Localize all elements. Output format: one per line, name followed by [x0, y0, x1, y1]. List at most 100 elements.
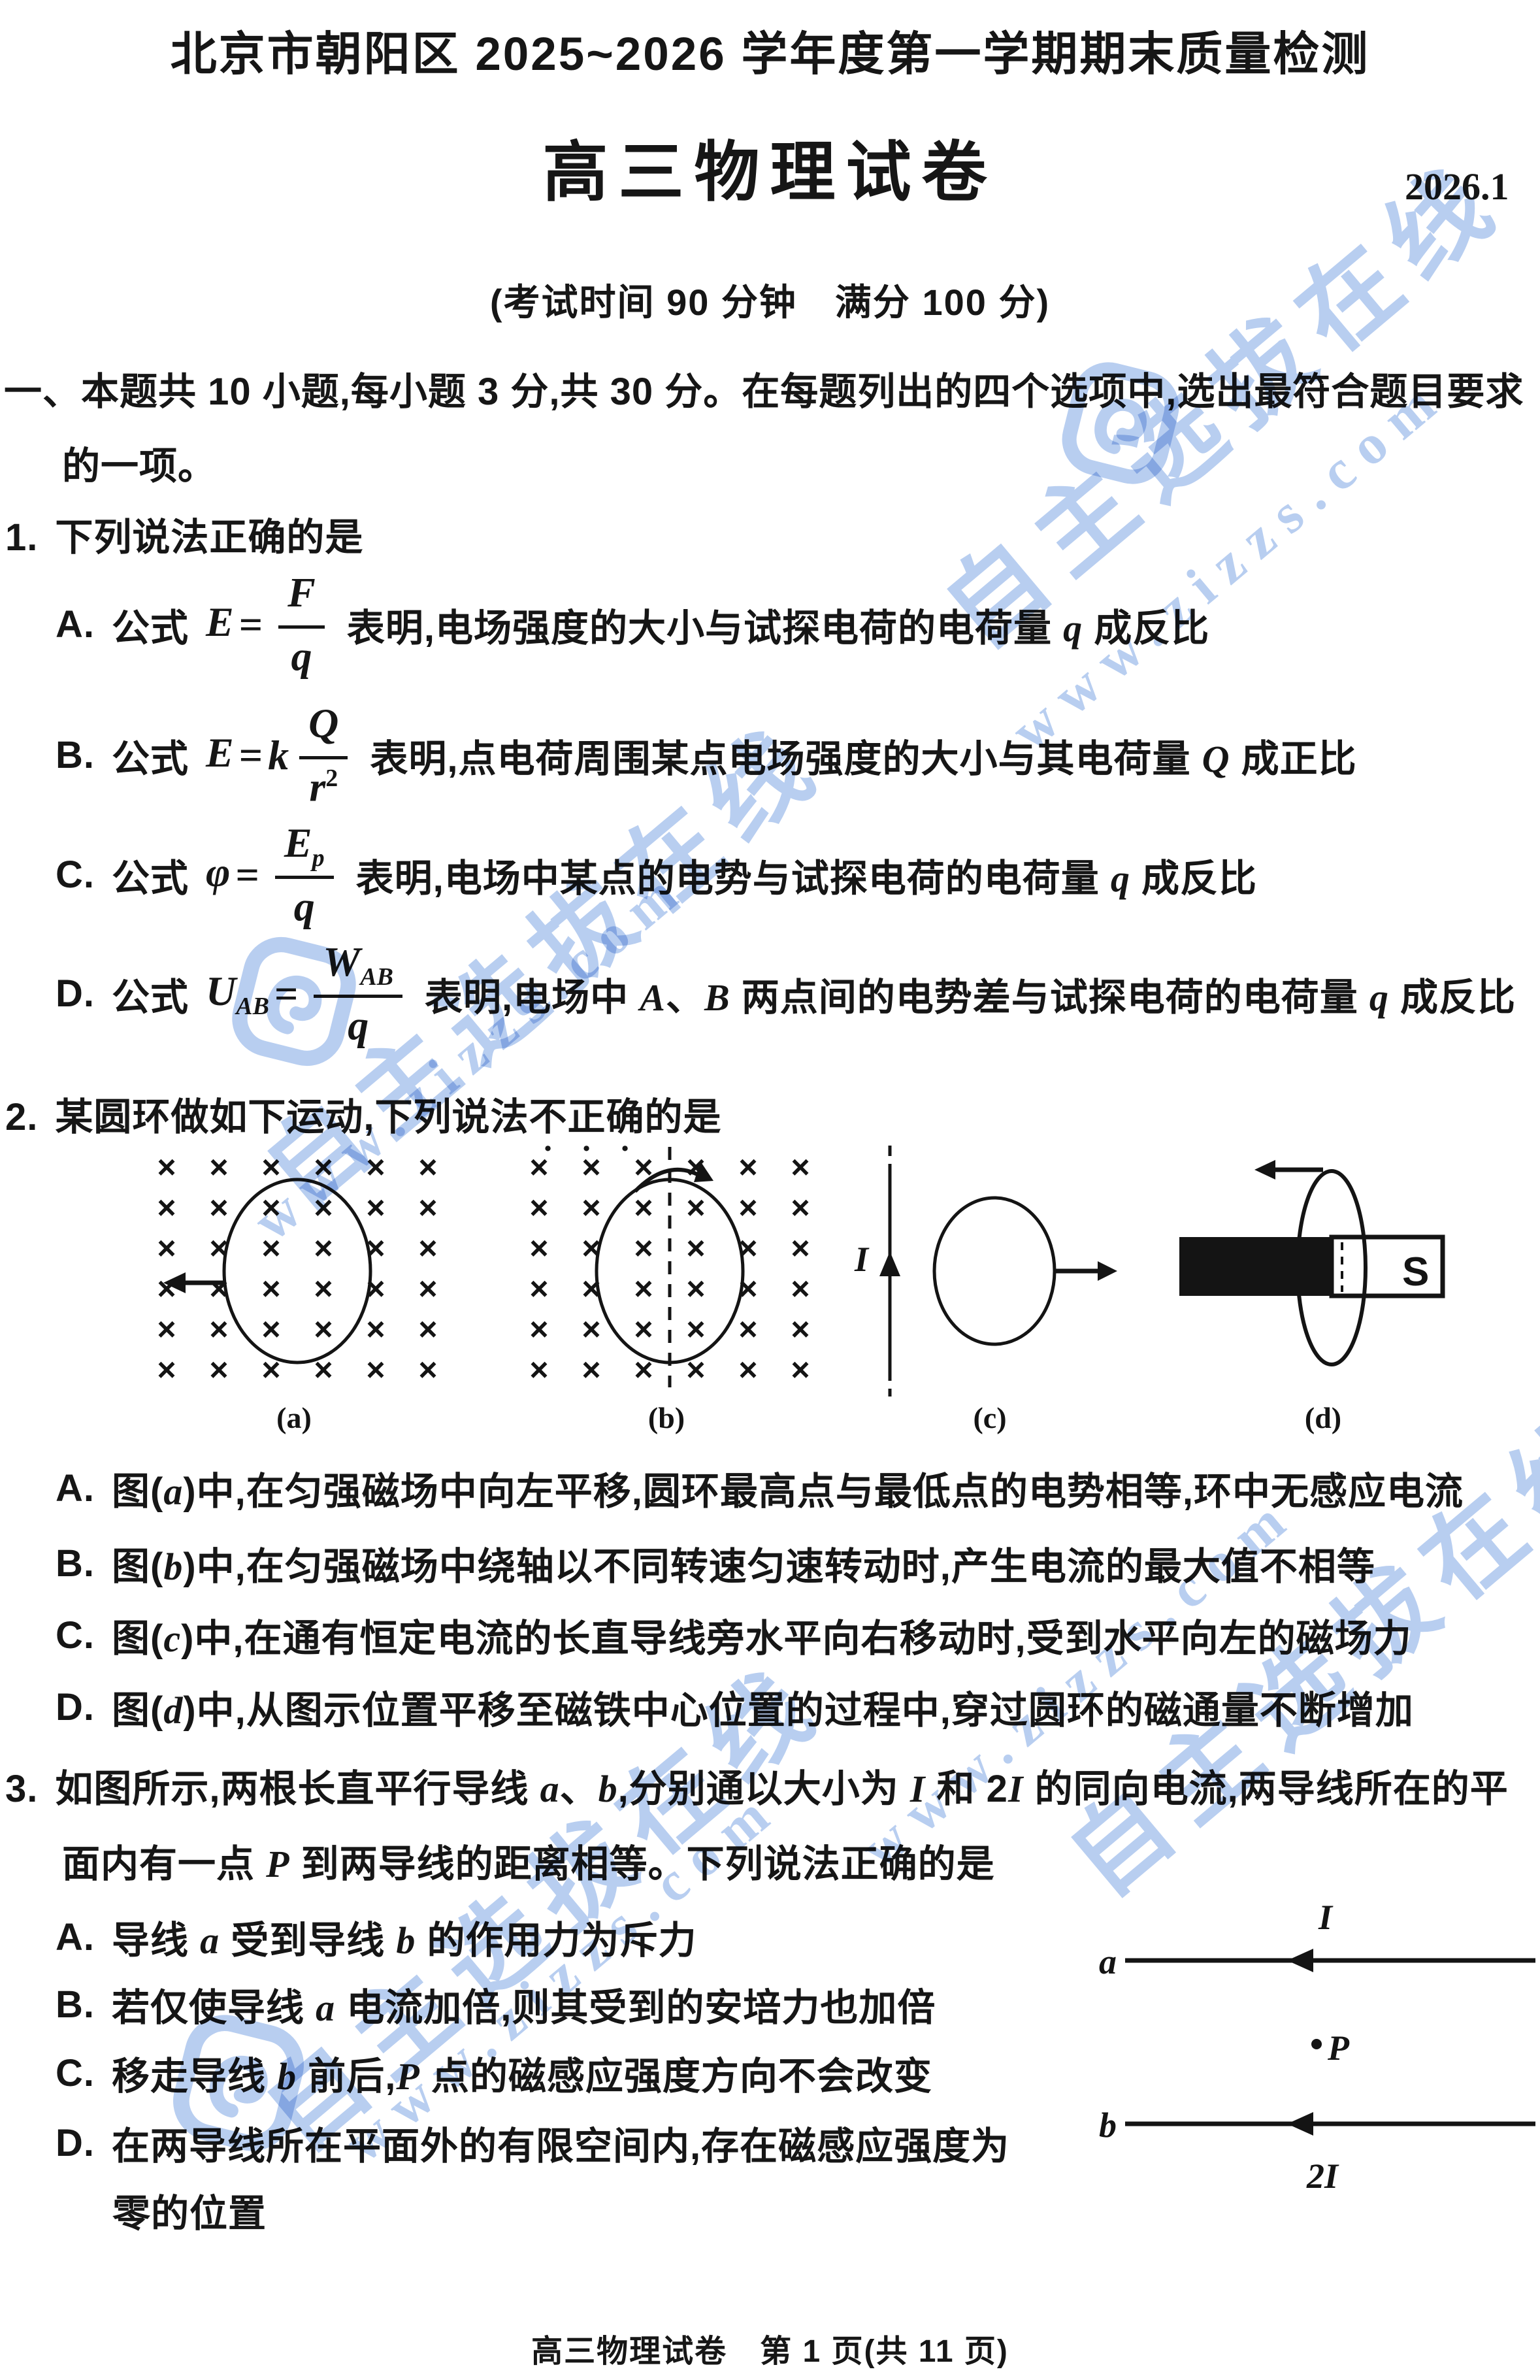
- wire-a-label: a: [1099, 1942, 1117, 1981]
- svg-text:×: ×: [738, 1189, 757, 1226]
- svg-text:×: ×: [529, 1311, 548, 1347]
- conducting-ring: [1296, 1169, 1368, 1366]
- svg-text:×: ×: [157, 1270, 176, 1307]
- figure-q3-parallel-wires: I a P b 2I: [1099, 1898, 1535, 2196]
- svg-text:×: ×: [582, 1311, 600, 1347]
- svg-text:×: ×: [791, 1311, 810, 1347]
- option-label: D.: [56, 1685, 95, 1728]
- svg-text:×: ×: [634, 1311, 653, 1347]
- svg-text:×: ×: [634, 1270, 653, 1307]
- figure-c-label: (c): [973, 1401, 1006, 1434]
- svg-text:×: ×: [157, 1351, 176, 1388]
- svg-text:×: ×: [418, 1351, 437, 1388]
- svg-text:×: ×: [791, 1189, 810, 1226]
- svg-text:×: ×: [529, 1189, 548, 1226]
- section1-intro-line2: 的一项。: [62, 445, 217, 488]
- svg-text:×: ×: [582, 1149, 600, 1185]
- svg-text:×: ×: [314, 1230, 333, 1266]
- s-pole-label: S: [1402, 1249, 1429, 1295]
- q3-option-d-wrap: 零的位置: [112, 2192, 267, 2235]
- svg-text:×: ×: [261, 1230, 280, 1266]
- option-label: B.: [56, 1542, 95, 1585]
- svg-text:×: ×: [314, 1149, 333, 1185]
- svg-text:×: ×: [529, 1351, 548, 1388]
- q1-stem: 1.下列说法正确的是: [5, 506, 363, 561]
- svg-text:×: ×: [366, 1351, 385, 1388]
- svg-text:×: ×: [686, 1230, 705, 1266]
- q3-option-c: C. 移走导线 b 前后,P 点的磁感应强度方向不会改变: [56, 2051, 932, 2098]
- svg-text:×: ×: [366, 1149, 385, 1185]
- svg-text:×: ×: [738, 1311, 757, 1347]
- conducting-ring: [932, 1196, 1057, 1346]
- svg-text:×: ×: [157, 1230, 176, 1266]
- option-label: D.: [56, 2121, 95, 2164]
- q2-option-c: C. 图(c)中,在通有恒定电流的长直导线旁水平向右移动时,受到水平向左的磁场力: [56, 1613, 1412, 1661]
- svg-text:×: ×: [634, 1189, 653, 1226]
- svg-text:×: ×: [418, 1230, 437, 1266]
- svg-text:×: ×: [157, 1149, 176, 1185]
- svg-text:×: ×: [366, 1311, 385, 1347]
- section1-intro-line1: 一、本题共 10 小题,每小题 3 分,共 30 分。在每题列出的四个选项中,选…: [4, 371, 1524, 413]
- point-p-label: P: [1327, 2028, 1350, 2068]
- svg-text:×: ×: [582, 1189, 600, 1226]
- q2-number: 2.: [5, 1096, 39, 1138]
- svg-text:×: ×: [261, 1311, 280, 1347]
- svg-text:×: ×: [418, 1149, 437, 1185]
- conducting-ring: [595, 1178, 745, 1364]
- svg-text:×: ×: [157, 1311, 176, 1347]
- current-arrowhead-left-icon: [1287, 2112, 1313, 2136]
- option-label: C.: [56, 1613, 95, 1657]
- svg-text:×: ×: [791, 1270, 810, 1307]
- figure-a-label: (a): [276, 1401, 312, 1434]
- option-label: A.: [56, 1466, 95, 1510]
- document-header: 北京市朝阳区 2025~2026 学年度第一学期期末质量检测: [170, 29, 1370, 80]
- magnet-s-pole-box: [1329, 1234, 1445, 1298]
- magnet-n-pole-black: [1179, 1237, 1332, 1296]
- figure-b-label: (b): [648, 1401, 685, 1434]
- field-into-page-grid: ××××××××××××××××××××××××××××××××××××: [529, 1149, 810, 1388]
- point-p-dot: [1311, 2039, 1322, 2049]
- field-into-page-grid: ××××××××××××××××××××××××××××××××××××: [157, 1149, 437, 1388]
- svg-text:×: ×: [157, 1189, 176, 1226]
- svg-text:×: ×: [529, 1230, 548, 1266]
- svg-text:×: ×: [634, 1230, 653, 1266]
- arrowhead-left-icon: [163, 1272, 186, 1293]
- conducting-ring: [222, 1178, 372, 1364]
- option-label: C.: [56, 2051, 95, 2094]
- q3-stem-line1: 3.如图所示,两根长直平行导线 a、b,分别通以大小为 I 和 2I 的同向电流…: [5, 1768, 1509, 1810]
- svg-text:×: ×: [738, 1149, 757, 1185]
- svg-text:×: ×: [791, 1230, 810, 1266]
- current-b-label: 2I: [1306, 2157, 1339, 2196]
- page-footer: 高三物理试卷 第 1 页(共 11 页): [531, 2334, 1009, 2369]
- option-label: B.: [56, 734, 95, 777]
- svg-text:×: ×: [529, 1149, 548, 1185]
- current-arrowhead-left-icon: [1287, 1949, 1313, 1972]
- svg-text:×: ×: [366, 1189, 385, 1226]
- svg-text:×: ×: [418, 1270, 437, 1307]
- arrowhead-left-icon: [1254, 1160, 1275, 1180]
- current-label: I: [854, 1240, 870, 1279]
- q1-number: 1.: [5, 516, 39, 559]
- current-a-label: I: [1318, 1898, 1334, 1937]
- svg-text:×: ×: [529, 1270, 548, 1307]
- current-arrowhead-up-icon: [879, 1251, 900, 1276]
- figure-d-ring-magnet: S (d): [1179, 1160, 1445, 1434]
- q2-option-b: B. 图(b)中,在匀强磁场中绕轴以不同转速匀速转动时,产生电流的最大值不相等: [56, 1542, 1375, 1589]
- svg-text:×: ×: [314, 1311, 333, 1347]
- svg-text:×: ×: [209, 1189, 228, 1226]
- svg-text:×: ×: [314, 1270, 333, 1307]
- figure-c-loop-near-wire: I (c): [854, 1146, 1117, 1434]
- wire-b-label: b: [1099, 2106, 1117, 2145]
- svg-text:×: ×: [261, 1189, 280, 1226]
- page-title: 高三物理试卷: [542, 136, 998, 209]
- option-label: D.: [56, 972, 95, 1016]
- svg-text:×: ×: [791, 1149, 810, 1185]
